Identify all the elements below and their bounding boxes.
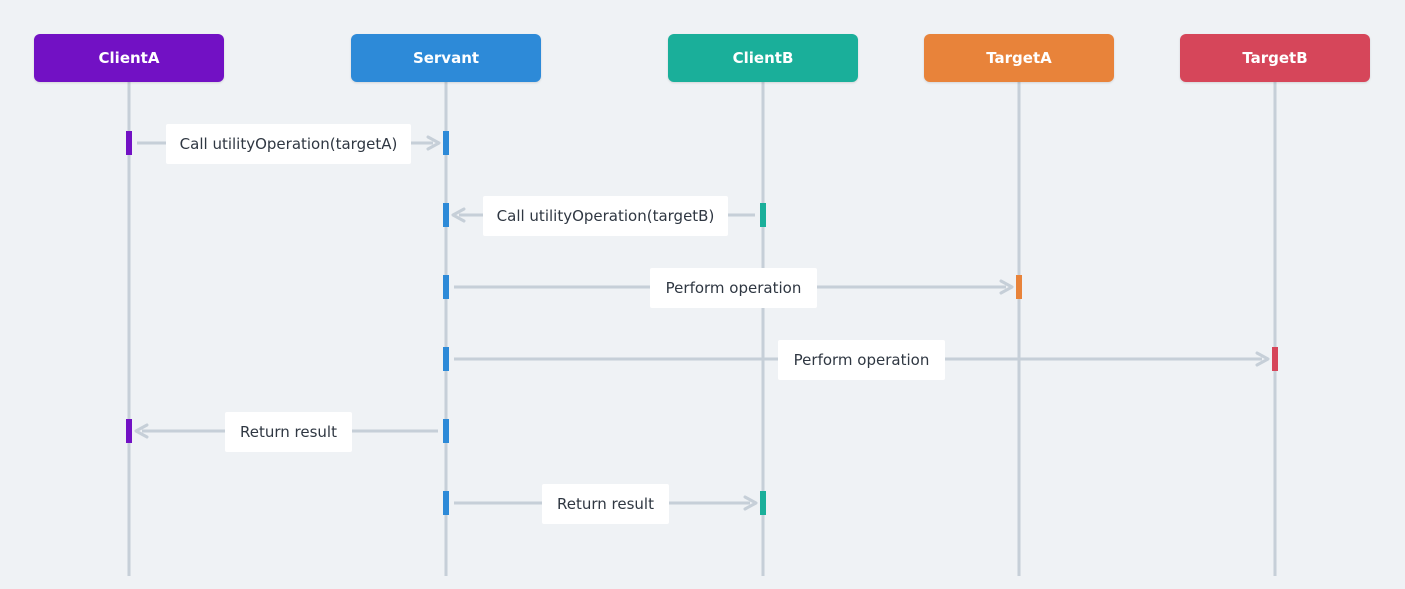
message-label-6: Return result [542,484,669,524]
activation-bar-servant [443,347,449,371]
participant-label: TargetA [986,49,1052,67]
arrowhead-icon [743,495,758,511]
participant-label: Servant [412,49,480,67]
participant-targetb: TargetB [1180,34,1370,82]
participant-servant: Servant [351,34,541,82]
activation-bar-targetb [1272,347,1278,371]
participant-clienta: ClientA [34,34,224,82]
participant-targeta: TargetA [924,34,1114,82]
arrowhead-icon [1255,351,1270,367]
arrowhead-icon [451,207,466,223]
activation-bar-clienta [126,419,132,443]
message-label-5: Return result [225,412,352,452]
activation-bar-servant [443,491,449,515]
activation-bar-servant [443,275,449,299]
activation-bar-clienta [126,131,132,155]
arrowhead-icon [426,135,441,151]
arrowhead-icon [999,279,1014,295]
participant-label: ClientA [98,49,160,67]
message-label-2: Call utilityOperation(targetB) [483,196,728,236]
message-label-4: Perform operation [778,340,945,380]
arrowhead-icon [134,423,149,439]
participant-label: ClientB [732,49,794,67]
activation-bar-servant [443,203,449,227]
participant-label: TargetB [1242,49,1308,67]
activation-bar-servant [443,131,449,155]
activation-bar-servant [443,419,449,443]
activation-bar-clientb [760,491,766,515]
participant-clientb: ClientB [668,34,858,82]
message-label-3: Perform operation [650,268,817,308]
message-label-1: Call utilityOperation(targetA) [166,124,411,164]
activation-bar-clientb [760,203,766,227]
activation-bar-targeta [1016,275,1022,299]
